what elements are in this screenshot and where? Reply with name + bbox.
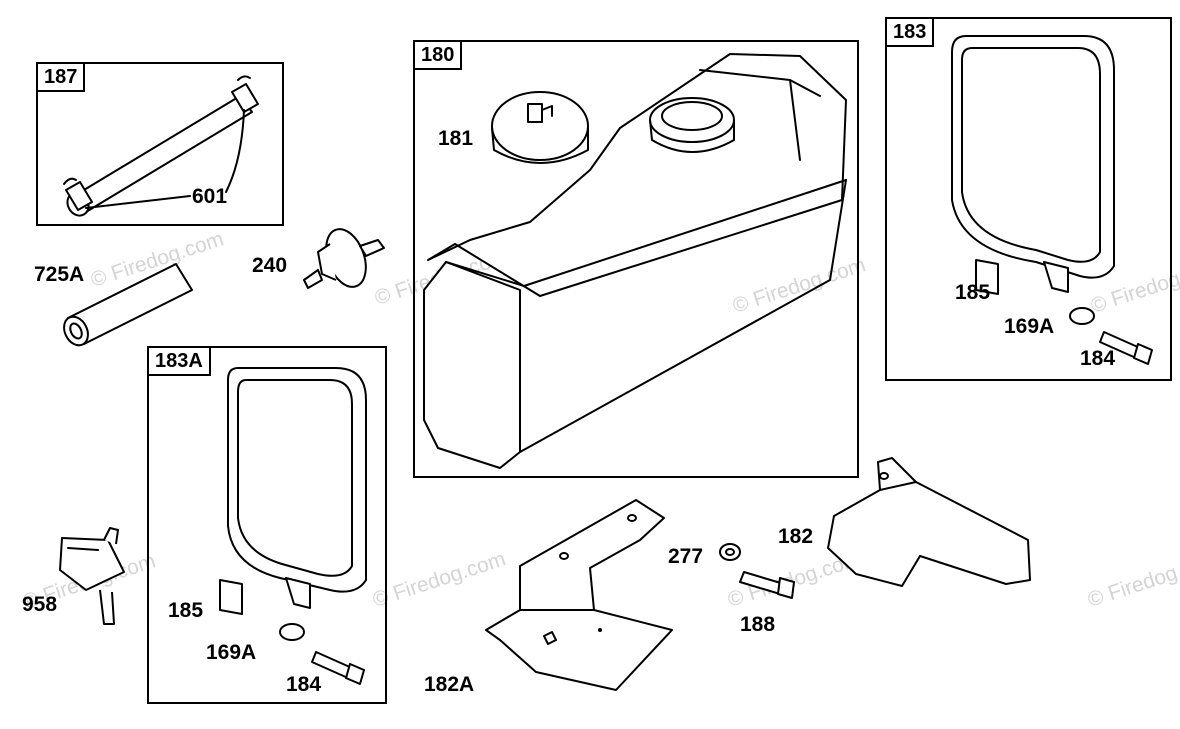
tank-strap-right <box>951 35 1153 365</box>
callout-169a-left: 169A <box>206 641 257 664</box>
fuel-line-assembly <box>63 75 259 217</box>
tank-bracket <box>485 499 673 691</box>
callout-601: 601 <box>192 185 228 208</box>
group-label-180: 180 <box>413 40 463 70</box>
group-label-183a: 183A <box>147 346 211 376</box>
callout-181: 181 <box>438 127 474 150</box>
group-box-183a: 183A <box>147 346 387 704</box>
callout-184-right: 184 <box>1080 347 1116 370</box>
callout-182: 182 <box>778 525 814 548</box>
fuel-tank <box>423 53 847 469</box>
callout-182a: 182A <box>424 673 475 696</box>
callout-958: 958 <box>22 593 58 616</box>
group-box-183: 183 <box>885 17 1172 381</box>
fuel-filter <box>303 228 385 289</box>
fuel-shutoff-valve <box>59 527 125 625</box>
callout-169a-right: 169A <box>1004 315 1055 338</box>
group-box-187: 187 <box>36 62 284 226</box>
callout-240: 240 <box>252 254 288 277</box>
group-box-180: 180 <box>413 40 859 478</box>
callout-184-left: 184 <box>286 673 322 696</box>
tank-strap-left <box>219 367 367 685</box>
callout-188: 188 <box>740 613 776 636</box>
callout-185-right: 185 <box>955 281 991 304</box>
washer <box>719 543 741 561</box>
group-label-183: 183 <box>885 17 935 47</box>
callout-185-left: 185 <box>168 599 204 622</box>
group-label-187: 187 <box>36 62 86 92</box>
callout-725a: 725A <box>34 263 85 286</box>
heat-shield <box>827 457 1031 587</box>
callout-277: 277 <box>668 545 704 568</box>
hose <box>63 263 193 347</box>
bolt <box>739 571 795 599</box>
